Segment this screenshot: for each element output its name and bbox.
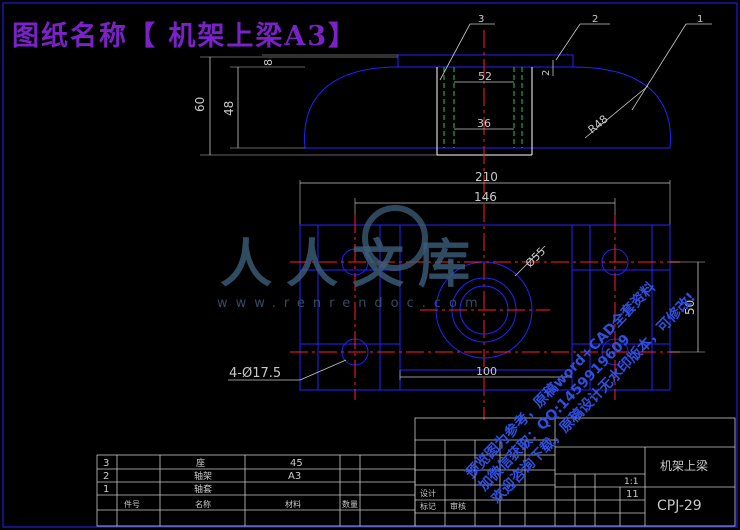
callout-1: 1: [697, 14, 703, 25]
dim-center-diameter: Ø55: [523, 245, 548, 270]
dim-bottom-width: 100: [476, 365, 497, 378]
drawing-number: CPJ-29: [657, 498, 702, 514]
dim-height-total: 60: [193, 97, 207, 112]
watermark-url: www.renrendoc.com: [217, 296, 486, 311]
dim-inner-top: 52: [478, 70, 492, 83]
dim-thickness: 2: [541, 70, 552, 76]
bom-row-1-no: 1: [103, 484, 109, 495]
drawing-title: 图纸名称【 机架上梁A3】: [12, 21, 358, 52]
scale-value: 1:1: [624, 477, 638, 487]
top-plate: [397, 54, 574, 68]
part-name: 机架上梁: [660, 458, 708, 473]
sheet-value: 11: [626, 489, 639, 500]
header-mark: 标记: [420, 501, 436, 511]
header-part-no: 件号: [124, 499, 140, 509]
dim-holes: 4-Ø17.5: [229, 366, 281, 381]
header-review: 审核: [450, 501, 466, 511]
watermark-emblem: [362, 205, 428, 271]
dome-body: [304, 66, 671, 149]
watermark-brand: 人人文库: [220, 234, 485, 295]
bom-row-2-no: 2: [103, 471, 109, 482]
bom-row-3-qty: 45: [290, 458, 303, 469]
bom-row-3-name: 座: [196, 457, 205, 469]
title-block-text: 机架上梁 CPJ-29 1:1 11 3 座 45 2 轴架 A3 1 轴套 件…: [103, 457, 708, 514]
plan-view: 210 146 Ø55: [228, 170, 705, 400]
dim-hole-spacing: 146: [474, 190, 497, 204]
bom-row-1-name: 轴套: [194, 483, 212, 495]
dim-inner-bottom: 36: [477, 117, 491, 130]
dim-width-overall: 210: [475, 170, 498, 184]
bom-row-2-qty: A3: [288, 471, 301, 482]
callout-2: 2: [592, 14, 598, 25]
bom-row-2-name: 轴架: [194, 470, 212, 482]
header-design: 设计: [420, 488, 436, 498]
dim-radius: R48: [586, 112, 611, 136]
header-material: 材料: [285, 499, 301, 509]
header-name: 名称: [195, 499, 211, 509]
dim-gap-top: 8: [262, 59, 275, 66]
dim-vertical-spacing: 50: [683, 300, 697, 315]
title-block: [96, 417, 736, 527]
bom-row-3-no: 3: [103, 458, 109, 469]
header-qty: 数量: [342, 499, 358, 509]
dim-height-inner: 48: [222, 101, 236, 116]
callout-3: 3: [478, 14, 484, 25]
